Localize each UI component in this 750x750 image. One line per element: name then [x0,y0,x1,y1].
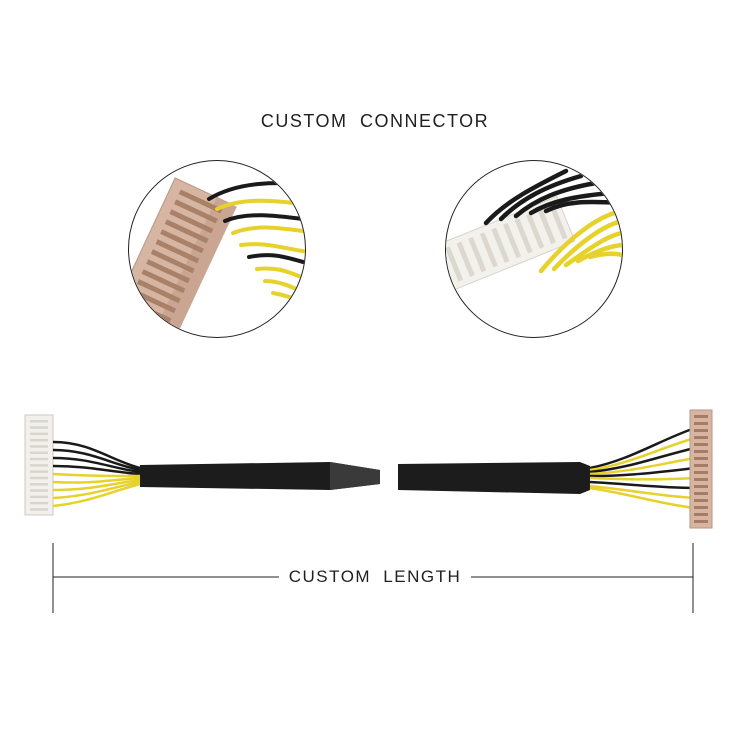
connector-pin [30,483,48,486]
connector-pin [30,501,48,505]
connector-pin [132,289,177,314]
connector-pin [694,506,708,509]
connector-pin [694,436,708,439]
cable-assembly [0,390,750,540]
page-title: CUSTOM CONNECTOR [260,111,490,131]
connector-pin [694,478,708,481]
connector-pin [526,213,545,249]
connector-pin [549,204,568,240]
right-connector [689,409,713,529]
connector-pin [141,269,186,294]
connector-pin [30,476,48,480]
connector-pin [30,438,48,442]
connector-pin [30,426,48,429]
connector-pin [694,464,708,467]
connector-pin [694,422,708,425]
white-connector-closeup-icon [445,160,623,338]
connector-pin [694,457,708,460]
connector-pin [537,208,556,245]
dimension-label: CUSTOM LENGTH [278,567,472,586]
connector-pin [146,259,190,284]
connector-pin [160,229,204,254]
connector-pin [150,249,195,274]
tan-connector-closeup-icon [128,160,306,338]
connector-pin [694,471,708,474]
connector-pin [491,227,510,263]
connector-pin [30,464,48,467]
connector-pin [164,219,209,244]
connector-pin [30,445,48,448]
connector-pin [30,508,48,511]
connector-pin [30,432,48,436]
connector-pin [694,429,708,432]
connector-pin [694,443,708,446]
connector-pin [30,489,48,492]
connector-pin [694,485,708,488]
connector-pin [694,450,708,453]
connector-pin [136,279,181,304]
connector-pin [456,241,475,277]
connector-pin [155,239,200,264]
connector-pin [694,492,708,495]
connector-pin [174,199,218,224]
connector-pin [694,513,708,516]
connector-pin [694,415,708,418]
connector-pin [479,232,498,268]
connector-pin [178,189,223,214]
connector-pin [30,420,48,423]
connector-pin [30,457,48,461]
connector-pin [694,499,708,502]
dimension-indicator: CUSTOM LENGTH [0,540,750,620]
connector-pin [502,222,522,259]
connector-pin [169,209,214,234]
connector-pin [30,470,48,473]
connector-pin [446,246,464,282]
connector-pin [694,520,708,523]
connector-pin [30,495,48,499]
connector-pin [514,218,533,254]
connector-pin [468,236,487,273]
connector-pin [30,451,48,454]
